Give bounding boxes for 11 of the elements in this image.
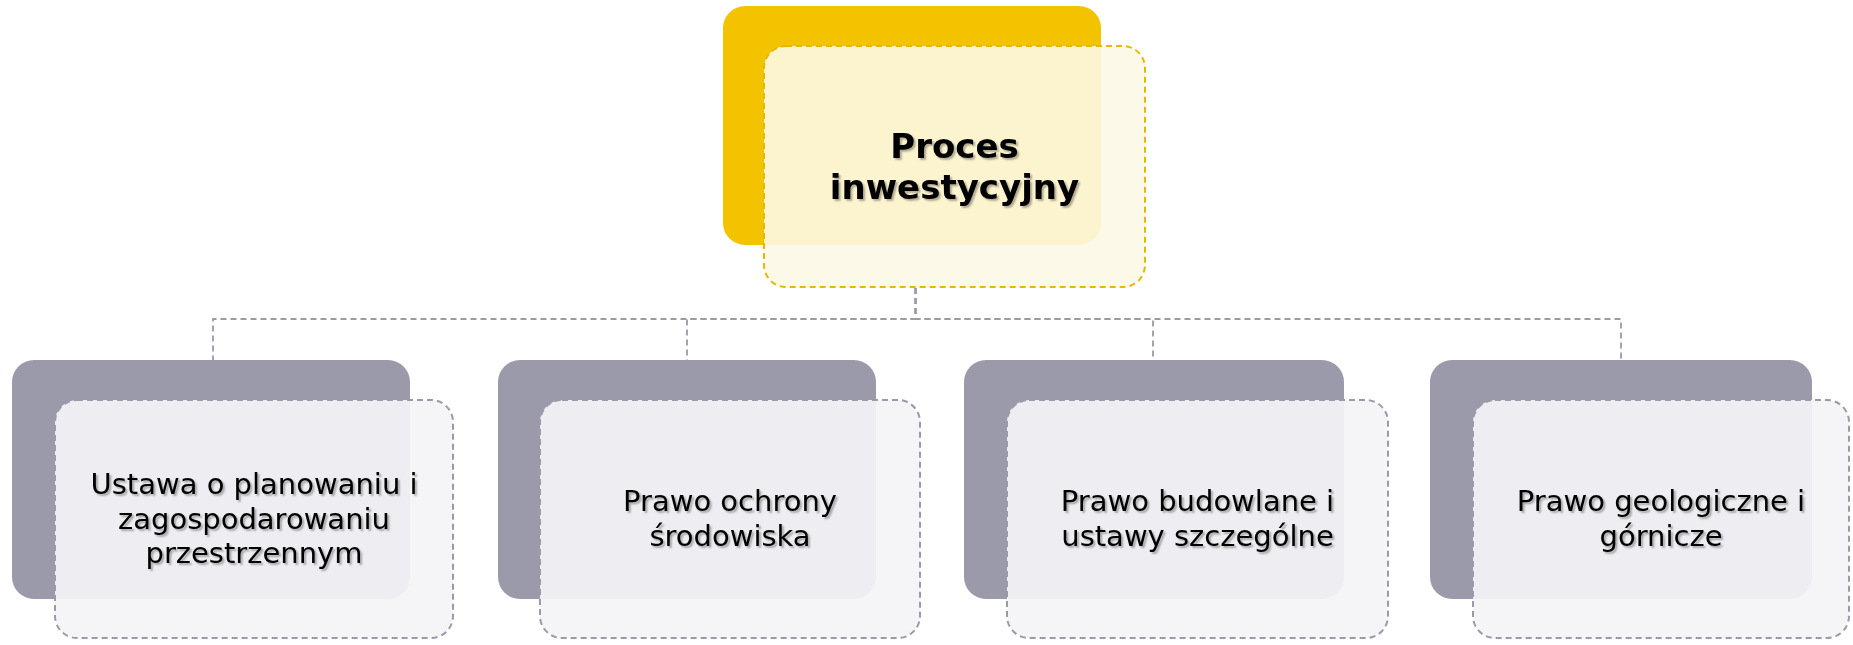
node-label: Proces inwestycyjny (828, 124, 1081, 209)
node-card (12, 360, 454, 639)
node-card (723, 6, 1146, 288)
node-label: Ustawa o planowaniu i zagospodarowaniu przestrzennym (89, 465, 419, 573)
node-label: Prawo geologiczne i górnicze (1515, 483, 1807, 555)
node-card (498, 360, 921, 639)
connector-line (914, 287, 1622, 361)
node-card (964, 360, 1389, 639)
node-label: Prawo ochrony środowiska (622, 483, 838, 555)
node-card (1430, 360, 1850, 639)
node-label: Prawo budowlane i ustawy szczególne (1059, 483, 1336, 555)
